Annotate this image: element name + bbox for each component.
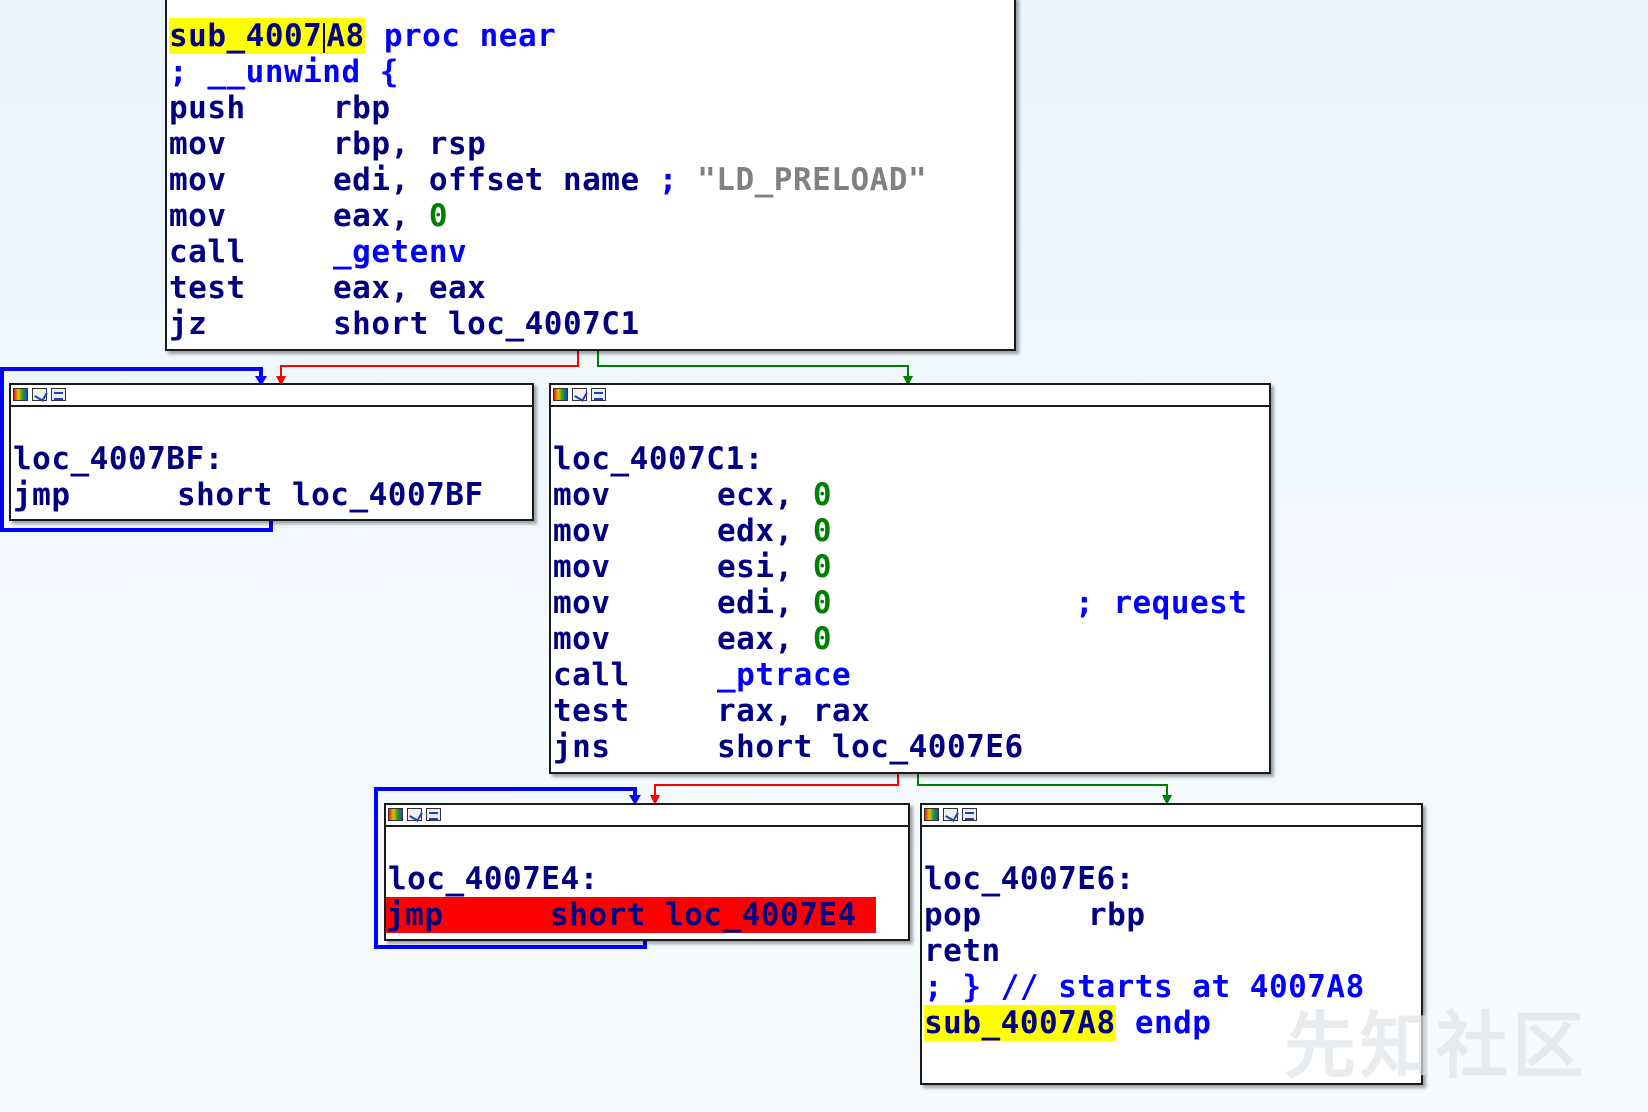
xref-icon[interactable] [962,808,977,821]
graph-icon[interactable] [924,808,939,821]
edge-loop-4007E4 [374,787,647,949]
request-comment: ; request [1075,585,1248,621]
xref-icon[interactable] [426,808,441,821]
graph-icon[interactable] [13,388,28,401]
edge-true-ptrace [917,768,1172,805]
edge-loop-4007BF [0,367,273,532]
string-literal: "LD_PRELOAD" [697,162,928,198]
block-header [922,805,1421,827]
block-label[interactable]: loc_4007E6: [924,861,1135,897]
asm-line[interactable]: call_getenv [169,234,468,270]
edit-icon[interactable] [407,808,422,821]
func-name: sub_4007A8 [924,1005,1116,1041]
func-name: sub_4007 [169,18,323,54]
edit-icon[interactable] [32,388,47,401]
edge-false-entry [276,350,579,386]
call-target[interactable]: _getenv [333,234,468,270]
block-header [386,805,908,827]
xref-icon[interactable] [591,388,606,401]
block-label[interactable]: loc_4007E4: [388,861,599,897]
watermark: 先知社区 [1283,1004,1588,1088]
edge-true-entry [597,350,913,386]
edit-icon[interactable] [572,388,587,401]
proc-keyword: proc near [383,18,557,54]
asm-line[interactable]: call_ptrace [553,657,852,693]
block-label[interactable]: loc_4007BF: [13,441,224,477]
endp-line[interactable]: sub_4007A8 endp [924,1005,1212,1041]
edge-false-ptrace [650,768,899,805]
graph-icon[interactable] [553,388,568,401]
block-header [11,385,532,407]
call-target[interactable]: _ptrace [717,657,852,693]
end-comment: ; } // starts at 4007A8 [924,969,1365,1005]
block-label[interactable]: loc_4007C1: [553,441,764,477]
edit-icon[interactable] [943,808,958,821]
text-cursor [323,22,326,53]
graph-icon[interactable] [388,808,403,821]
unwind-comment: ; __unwind { [169,54,399,90]
block-header [551,385,1269,407]
func-name-tail: A8 [326,18,365,54]
asm-line[interactable]: retn [924,933,1001,969]
xref-icon[interactable] [51,388,66,401]
